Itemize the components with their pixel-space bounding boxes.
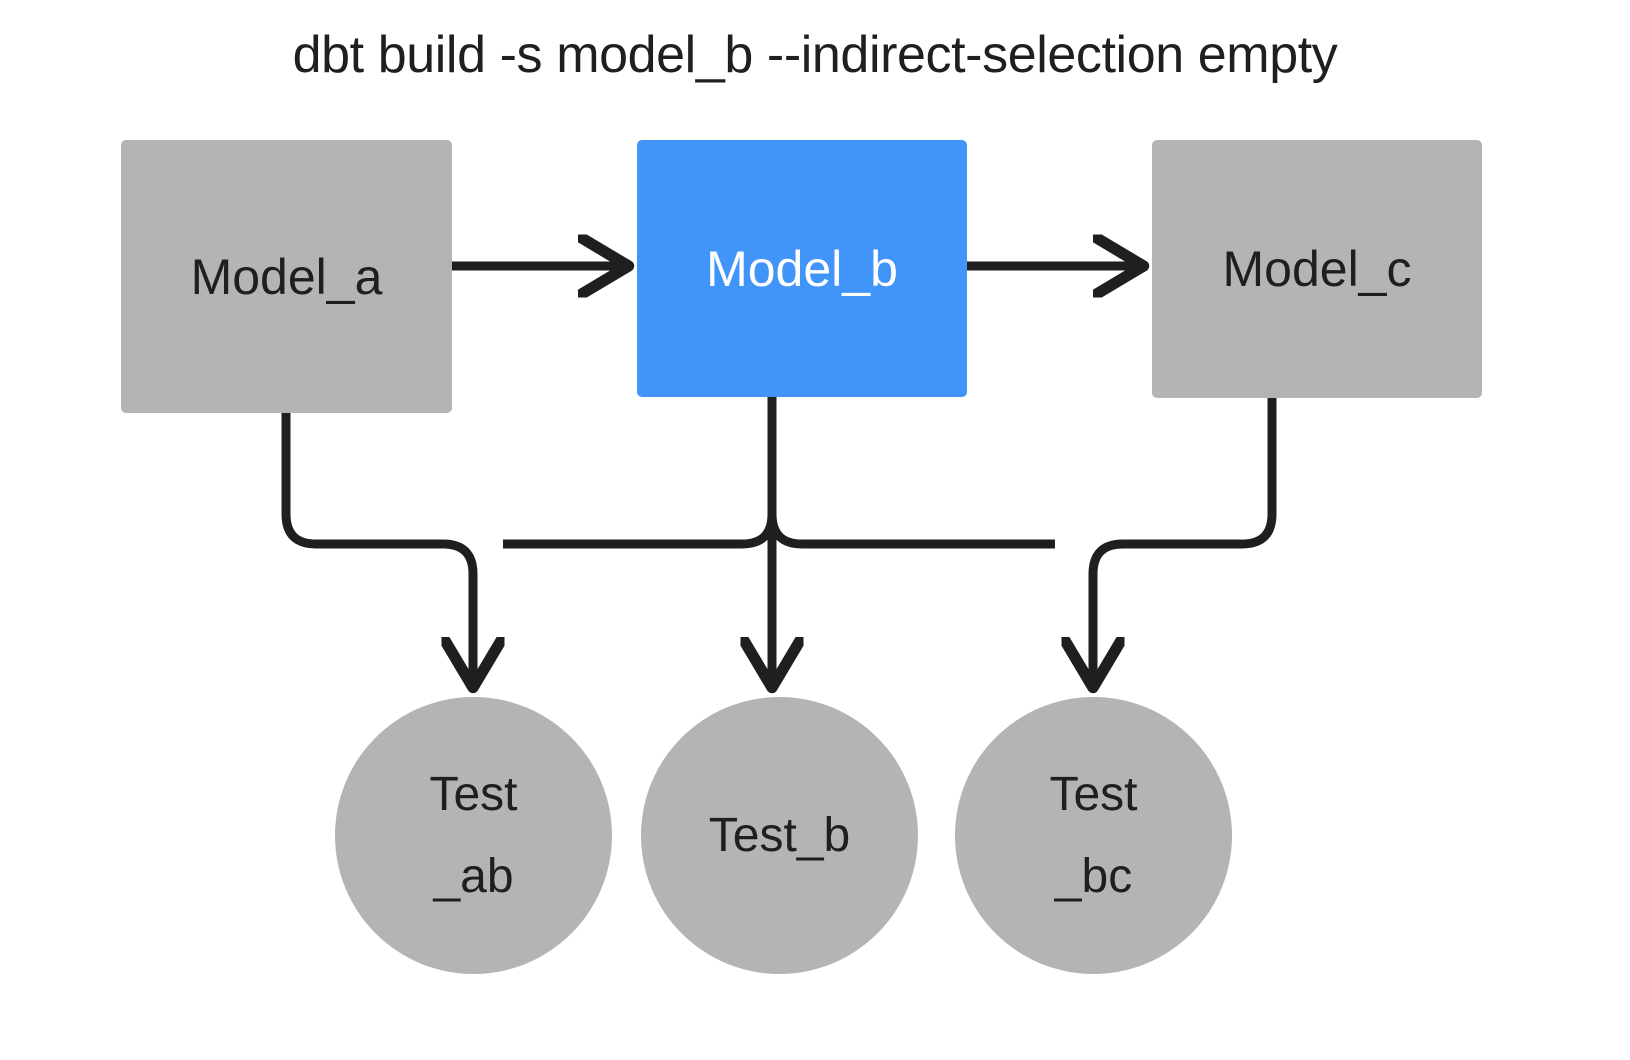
diagram-title: dbt build -s model_b --indirect-selectio… bbox=[292, 26, 1338, 84]
node-test-b[interactable]: Test_b bbox=[641, 697, 918, 974]
node-test-b-label: Test_b bbox=[708, 808, 851, 862]
edge-model-b-to-test-bc bbox=[767, 513, 1055, 549]
node-model-b[interactable]: Model_b bbox=[637, 140, 967, 397]
node-test-bc-label: Test _bc bbox=[1049, 767, 1138, 903]
edge-model-b-to-test-ab bbox=[503, 513, 777, 549]
node-model-c-label: Model_c bbox=[1222, 241, 1412, 297]
node-test-ab[interactable]: Test _ab bbox=[335, 697, 612, 974]
edge-model-a-to-test-ab bbox=[281, 405, 473, 684]
node-test-ab-label: Test _ab bbox=[429, 767, 518, 903]
edge-model-c-to-test-bc bbox=[1093, 398, 1277, 684]
node-model-a[interactable]: Model_a bbox=[121, 140, 452, 413]
node-model-a-label: Model_a bbox=[190, 248, 383, 305]
node-model-c[interactable]: Model_c bbox=[1152, 140, 1482, 398]
node-test-bc[interactable]: Test _bc bbox=[955, 697, 1232, 974]
node-model-b-label: Model_b bbox=[706, 240, 898, 297]
